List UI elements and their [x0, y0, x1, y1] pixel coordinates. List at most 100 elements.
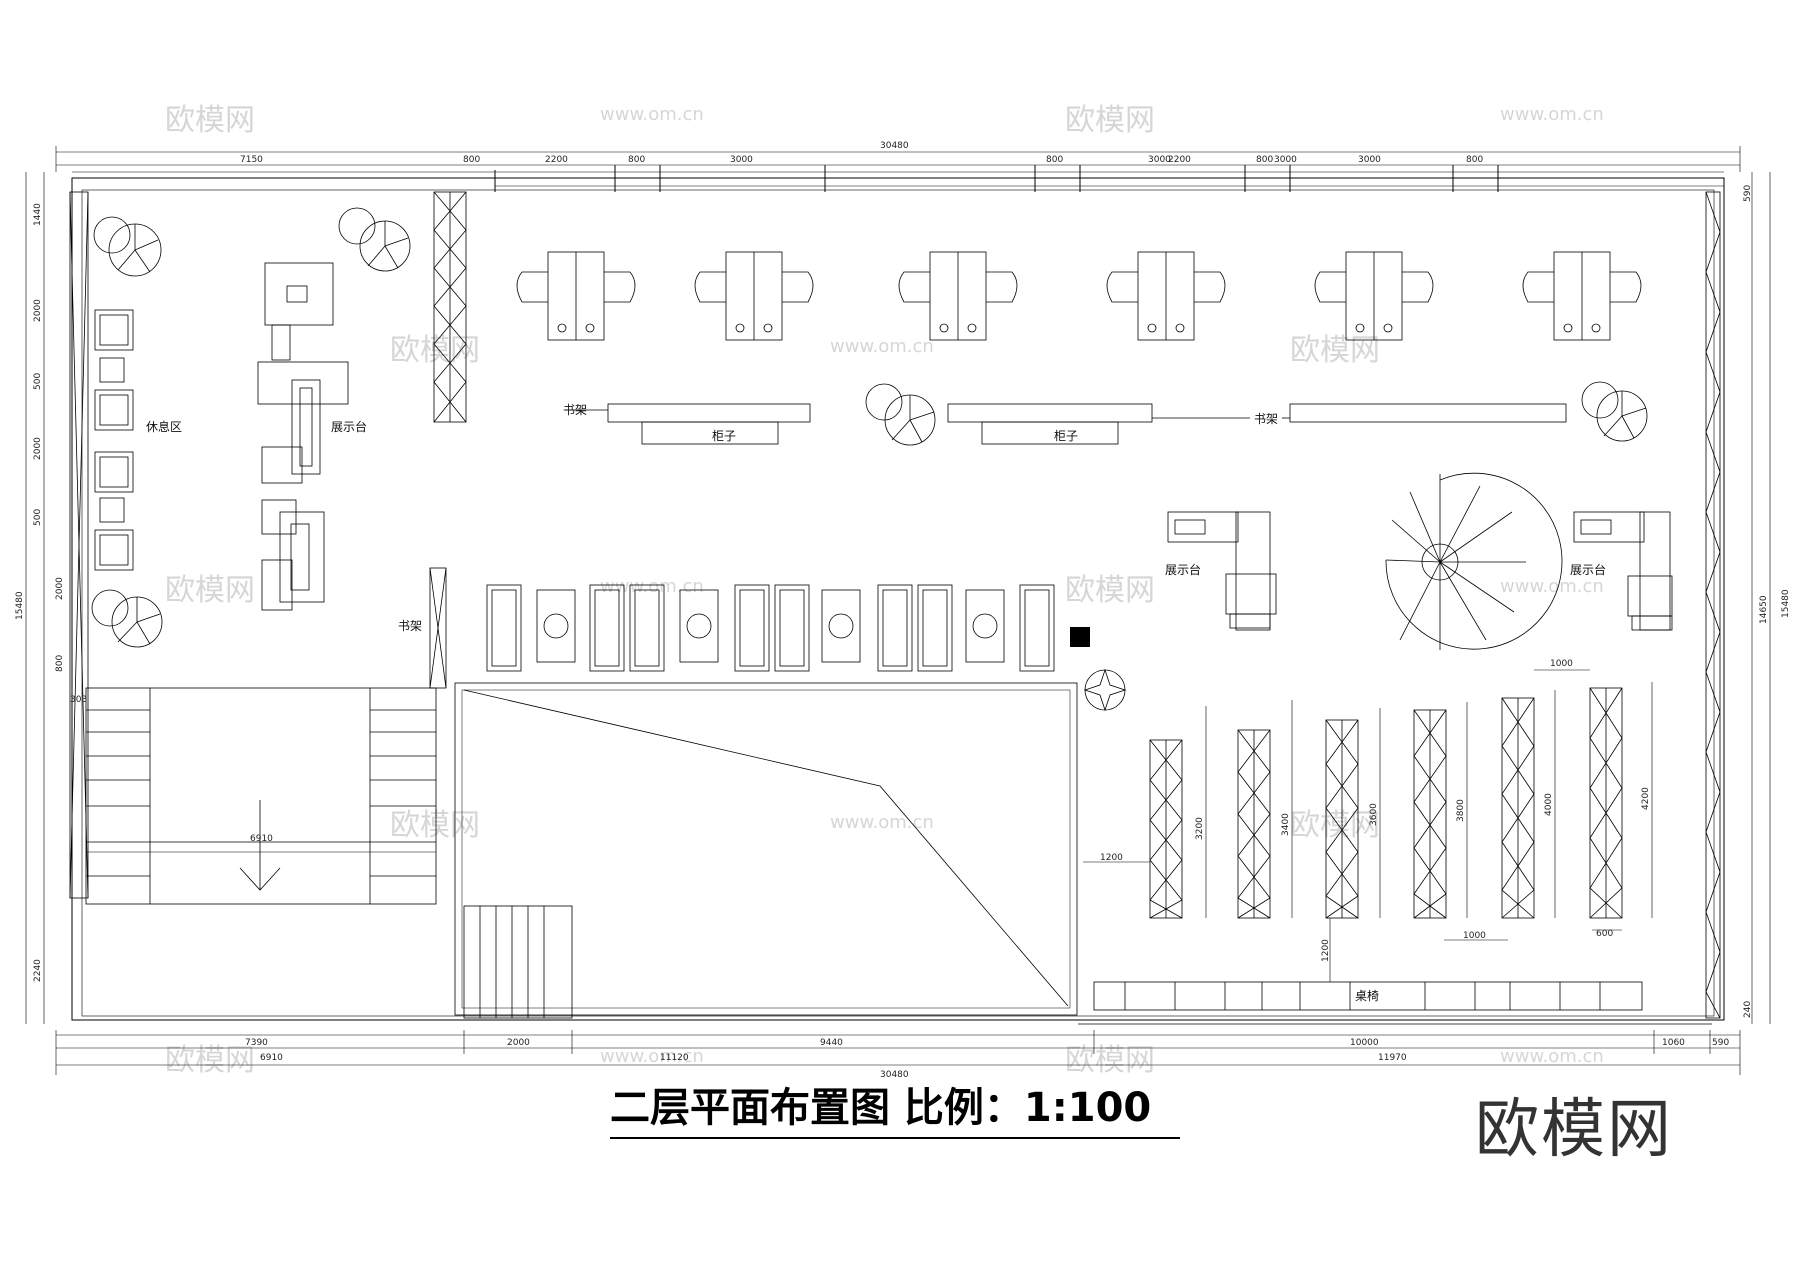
shelf-cabinet-row: [565, 403, 1567, 445]
dim-left-total: 15480: [15, 591, 25, 620]
dim-bottom-upper: 9440: [820, 1038, 843, 1048]
dim-left-segment: 2000: [55, 577, 65, 600]
dim-top-segment: 3000: [1358, 155, 1381, 165]
column-block: [1070, 627, 1090, 647]
dim-bottom-upper: 2000: [507, 1038, 530, 1048]
dim-left-segment: 2000: [33, 299, 43, 322]
dim-shelf-height: 3800: [1456, 799, 1466, 822]
brand-logo: 欧模网: [1475, 1093, 1673, 1167]
watermark-url: www.om.cn: [1500, 1046, 1604, 1067]
plan-title: 二层平面布置图 比例：1:100: [610, 1085, 1152, 1131]
label-display-left: 展示台: [331, 419, 367, 434]
watermark-url: www.om.cn: [600, 1046, 704, 1067]
label-shelf-top-left: 书架: [563, 403, 587, 417]
dim-left-segment: 500: [33, 373, 43, 390]
rest-area-seating: [94, 309, 134, 571]
label-shelf-left: 书架: [398, 619, 422, 633]
desk-cluster-1: [516, 251, 636, 341]
dim-shelf-height: 4000: [1544, 793, 1554, 816]
truss-column: [433, 191, 467, 423]
dim-top-segment: 800: [1256, 155, 1273, 165]
display-stand-mid: [1167, 511, 1277, 631]
dim-top-total: 30480: [880, 141, 909, 151]
dim-left-segment: 800: [55, 655, 65, 672]
dim-top-segment: 800: [1046, 155, 1063, 165]
dimension-lines: [25, 146, 1771, 1075]
dim-top-segment: 800: [463, 155, 480, 165]
label-cabinet: 柜子: [1054, 429, 1078, 443]
dim-top-segment: 3000: [1148, 155, 1171, 165]
dim-top-segment: 3000: [730, 155, 753, 165]
watermark-url: www.om.cn: [1500, 104, 1604, 125]
desk-cluster-3: [898, 251, 1018, 341]
watermark-url: www.om.cn: [600, 576, 704, 597]
left-wall-column: [69, 191, 89, 899]
spiral-stair: [1385, 472, 1563, 650]
dim-shelf-bottom-gap: 1200: [1321, 939, 1331, 962]
watermark-url: www.om.cn: [830, 336, 934, 357]
desk-cluster-4: [1106, 251, 1226, 341]
dim-shelf-spacing: 1000: [1463, 931, 1486, 941]
dim-left-segment: 1440: [33, 203, 43, 226]
sofa-row: [486, 584, 1055, 672]
dim-right-segment: 590: [1743, 185, 1753, 202]
watermark-url: www.om.cn: [830, 812, 934, 833]
desk-cluster-5: [1314, 251, 1434, 341]
dim-shelf-spacing: 1000: [1465, 931, 1488, 941]
desk-cluster-2: [694, 251, 814, 341]
dim-bottom-upper: 1060: [1662, 1038, 1685, 1048]
dim-left-segment: 2000: [33, 437, 43, 460]
dim-left-segment: 500: [33, 509, 43, 526]
label-shelf-top-right: 书架: [1254, 412, 1278, 426]
dim-bottom-upper: 10000: [1350, 1038, 1379, 1048]
dim-top-segment: 2200: [1168, 155, 1191, 165]
dim-bottom-lower: 11970: [1378, 1053, 1407, 1063]
watermark-logo: 欧模网: [1290, 808, 1380, 843]
display-stand-right: [1573, 511, 1673, 631]
plant-group: [91, 207, 1648, 712]
atrium-void: [454, 682, 1078, 1019]
title-underline: [610, 1137, 1180, 1139]
dim-right-total: 15480: [1781, 589, 1791, 618]
dim-shelf-height: 3400: [1281, 813, 1291, 836]
dim-left-small: 303: [70, 695, 87, 705]
watermark-logo: 欧模网: [1065, 103, 1155, 138]
watermark-url: www.om.cn: [600, 104, 704, 125]
dim-bottom-lower: 6910: [260, 1053, 283, 1063]
watermark-logo: 欧模网: [165, 573, 255, 608]
dim-top-segment: 800: [628, 155, 645, 165]
dim-top-segment: 2200: [545, 155, 568, 165]
dim-top-segment: 800: [1466, 155, 1483, 165]
watermark-logo: 欧模网: [1065, 1043, 1155, 1078]
title-block: 二层平面布置图 比例：1:100: [610, 1075, 1180, 1139]
label-display-right: 展示台: [1570, 562, 1606, 577]
label-tables-chairs: 桌椅: [1355, 989, 1379, 1003]
dim-shelf-spacing: 1000: [1550, 659, 1573, 669]
bookshelf-array: [1149, 687, 1623, 919]
label-rest-area: 休息区: [146, 419, 182, 434]
dim-shelf-height: 3600: [1369, 803, 1379, 826]
watermark-layer: 欧模网 www.om.cn 欧模网 www.om.cn 欧模网 www.om.c…: [165, 103, 1604, 1078]
right-wall-column: [1705, 191, 1721, 1019]
dim-shelf-offset: 1200: [1100, 853, 1123, 863]
dim-top-segment: 7150: [240, 155, 263, 165]
display-stand-left: [257, 262, 349, 611]
watermark-logo: 欧模网: [165, 103, 255, 138]
dim-bottom-upper: 590: [1712, 1038, 1729, 1048]
label-cabinet: 柜子: [712, 429, 736, 443]
dim-bottom-total: 30480: [880, 1070, 909, 1080]
dim-stair: 6910: [250, 834, 273, 844]
dim-shelf-height: 4200: [1641, 787, 1651, 810]
dim-left-segment: 2240: [33, 959, 43, 982]
watermark-logo: 欧模网: [390, 333, 480, 368]
dim-bottom-upper: 7390: [245, 1038, 268, 1048]
watermark-logo: 欧模网: [1290, 333, 1380, 368]
watermark-url: www.om.cn: [1500, 576, 1604, 597]
dim-right-segment: 240: [1743, 1001, 1753, 1018]
bookshelf-narrow: [429, 567, 447, 689]
stair-left: [85, 687, 437, 905]
watermark-logo: 欧模网: [165, 1043, 255, 1078]
watermark-logo: 欧模网: [390, 808, 480, 843]
exterior-walls: [71, 165, 1725, 1021]
